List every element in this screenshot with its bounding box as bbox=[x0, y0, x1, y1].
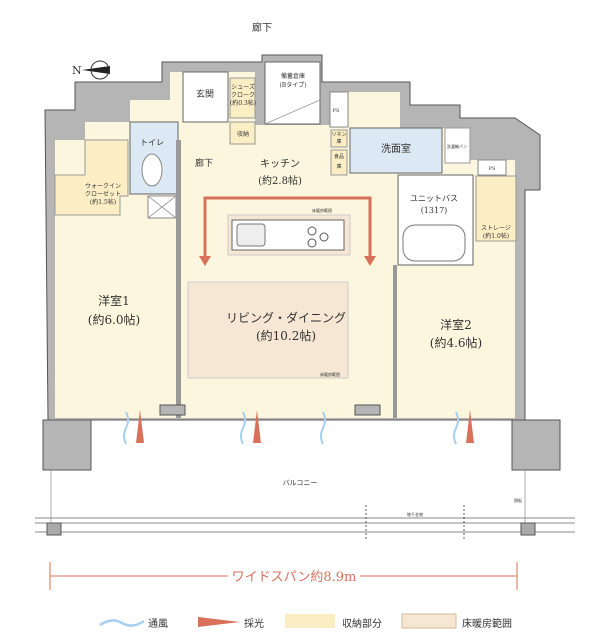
storage-room bbox=[475, 175, 517, 242]
wind-wave-icon bbox=[240, 411, 246, 445]
unit-bath-label: ユニットバス bbox=[410, 194, 458, 203]
light-indicators bbox=[123, 410, 474, 445]
ps-right bbox=[477, 159, 507, 176]
circulation-arrow bbox=[199, 196, 376, 266]
floor-heating-note: 床暖房範囲 bbox=[312, 207, 332, 213]
bedroom2-area-label: (約4.6帖) bbox=[430, 335, 482, 350]
ps-top bbox=[329, 91, 349, 128]
balcony-pillar-right bbox=[511, 419, 561, 471]
wind-wave-icon bbox=[123, 411, 129, 445]
shoe-closet bbox=[229, 77, 256, 119]
light-wedge-icon bbox=[466, 410, 474, 443]
wind-wave-icon bbox=[453, 411, 459, 445]
floor-heating-living bbox=[187, 281, 349, 379]
kitchen-area-label: (約2.8帖) bbox=[258, 174, 302, 187]
washroom-label: 洗面室 bbox=[381, 142, 411, 155]
walk-in-closet-label: ウォークイン bbox=[85, 182, 121, 190]
storage-area-label: (約1.0帖) bbox=[483, 232, 509, 240]
balcony-pillar-left bbox=[42, 419, 92, 471]
wall-bedroom1 bbox=[176, 140, 181, 418]
drying-hardware-label: 物干金物 bbox=[407, 511, 423, 517]
floor-heating-note: 床暖房範囲 bbox=[320, 371, 340, 377]
legend-ventilation: 通風 bbox=[148, 618, 168, 630]
legend-storage: 収納部分 bbox=[342, 617, 382, 630]
walk-in-closet-label: (約1.5帖) bbox=[90, 198, 116, 206]
linen-label: 庫 bbox=[336, 138, 341, 145]
washer-pan bbox=[444, 127, 471, 164]
kitchen-label: キッチン bbox=[260, 158, 300, 170]
wave-icon bbox=[99, 619, 145, 627]
balcony-railing bbox=[35, 505, 575, 540]
entrance-label: 玄関 bbox=[196, 88, 214, 100]
linen-closet bbox=[330, 129, 348, 148]
washroom bbox=[349, 127, 443, 174]
corridor-outer-label: 廊下 bbox=[252, 21, 272, 34]
dimension-line: ワイドスパン約8.9m bbox=[49, 562, 518, 590]
unit-bath-size-label: (1317) bbox=[421, 206, 448, 215]
linen-label: リネン bbox=[331, 132, 346, 138]
light-wedge-icon bbox=[253, 410, 261, 443]
stockpile-label: 備蓄倉庫 bbox=[281, 72, 305, 80]
sink-icon bbox=[236, 223, 266, 247]
bedroom2-label: 洋室2 bbox=[440, 317, 472, 332]
wind-wave-icon bbox=[320, 411, 326, 445]
bedroom1-area-label: (約6.0帖) bbox=[88, 312, 140, 327]
pantry bbox=[330, 149, 348, 176]
compass: N bbox=[72, 60, 110, 80]
corridor-inner-label: 廊下 bbox=[195, 157, 213, 169]
legend-daylight: 採光 bbox=[244, 617, 264, 630]
entrance-area bbox=[182, 71, 229, 123]
north-arrow-icon bbox=[82, 66, 110, 74]
ps-right-label: PS bbox=[489, 166, 496, 172]
storage-small-label: 収納 bbox=[237, 130, 249, 138]
living-dining-label: リビング・ダイニング bbox=[226, 310, 346, 325]
pantry-label: 食品 bbox=[334, 153, 344, 160]
light-wedge-icon bbox=[136, 410, 144, 443]
living-dining-area-label: (約10.2帖) bbox=[256, 328, 316, 343]
bathtub-icon bbox=[402, 224, 466, 262]
shoe-closet-label: クローク bbox=[231, 92, 255, 99]
swatch-icon bbox=[285, 614, 335, 628]
toilet-bowl-icon bbox=[141, 153, 163, 187]
bedroom1-label: 洋室1 bbox=[98, 293, 130, 308]
washer-pan-label: 洗濯機パン bbox=[447, 143, 467, 149]
storage-small bbox=[229, 121, 256, 145]
walk-in-closet bbox=[54, 139, 129, 216]
wedge-icon bbox=[198, 617, 240, 627]
shoe-closet-label: シューズ bbox=[231, 83, 255, 91]
legend-floor-heating: 床暖房範囲 bbox=[462, 617, 512, 630]
stove-icon bbox=[307, 226, 317, 236]
balcony-label: バルコニー bbox=[283, 479, 318, 487]
dimension-label: ワイドスパン約8.9m bbox=[232, 570, 357, 585]
walk-in-closet-label: クローゼット bbox=[85, 190, 121, 198]
swatch-icon bbox=[401, 613, 457, 629]
stockpile-label: (Bタイプ) bbox=[279, 81, 306, 89]
wall-bedroom2 bbox=[393, 265, 397, 418]
pantry-label: 庫 bbox=[336, 163, 341, 170]
shoe-closet-label: (約0.3帖) bbox=[230, 99, 256, 107]
toilet-label: トイレ bbox=[140, 138, 164, 147]
ps-top-label: PS bbox=[333, 108, 340, 114]
storage-label: ストレージ bbox=[481, 225, 511, 232]
stockpile-room bbox=[264, 61, 321, 125]
compass-circle bbox=[90, 60, 110, 80]
legend: 通風 採光 収納部分 床暖房範囲 bbox=[99, 613, 512, 630]
compass-label: N bbox=[72, 64, 82, 77]
partition-label: 隔板 bbox=[514, 497, 522, 503]
